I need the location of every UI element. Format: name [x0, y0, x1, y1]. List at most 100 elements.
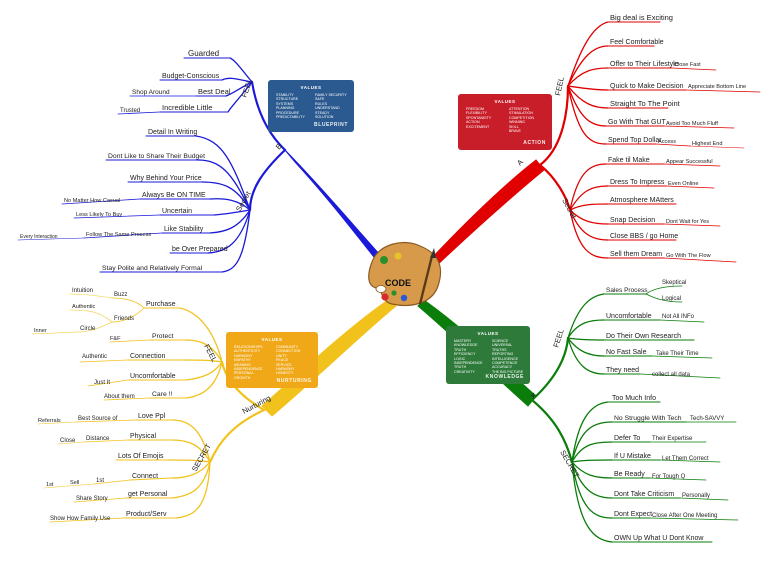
card-brand: KNOWLEDGE	[485, 374, 524, 380]
leaf-label: Friends	[114, 316, 134, 322]
leaf-label: Access	[658, 139, 676, 145]
leaf-label: Guarded	[188, 49, 219, 58]
leaf-label: Share Story	[76, 496, 108, 502]
leaf-label: Lots Of Emojis	[118, 453, 164, 460]
card-value: CONNECTION	[276, 349, 301, 354]
leaf-label: Close	[60, 438, 76, 444]
card-value: HARMONY	[276, 367, 295, 372]
card-value: INDEPENDENCE	[454, 361, 483, 366]
leaf-label: Sell	[70, 480, 79, 486]
card-value: SKILL	[509, 124, 519, 129]
leaf-label: Sales Process	[606, 287, 648, 294]
card-value: INDEPENDENCE	[234, 367, 263, 372]
branch-b	[17, 57, 393, 273]
card-value: SCIENCE	[492, 339, 508, 343]
leaf-label: Feel Comfortable	[610, 39, 664, 46]
leaf-label: Snap Decision	[610, 217, 655, 224]
leaf-label: be Over Prepared	[172, 246, 228, 253]
branch-b-label: B	[274, 142, 284, 152]
card-value: ACCURACY	[492, 365, 513, 370]
card-value: AUTHENTICITY	[234, 349, 261, 354]
card-brand: BLUEPRINT	[313, 122, 348, 128]
leaf-label: Buzz	[114, 292, 127, 298]
leaf-label: Avoid Too Much Fluff	[666, 121, 718, 127]
leaf-label: Detail In Writing	[148, 129, 197, 136]
leaf-label: Appear Successful	[666, 159, 713, 165]
card-value: KNOWLEDGE	[454, 343, 478, 348]
leaf-label: Product/Serv	[126, 511, 167, 518]
leaf-label: Referrals	[38, 418, 61, 424]
card-value: SPONTANEITY	[466, 115, 492, 120]
leaf-label: Dont Like to Share Their Budget	[108, 153, 205, 160]
leaf-label: OWN Up What U Dont Know	[614, 535, 704, 542]
leaf-label: Let Them Correct	[662, 456, 709, 462]
leaf-label: No Matter How Casual	[64, 198, 120, 204]
card-value: PROCEDURE	[276, 110, 299, 115]
card-value: GROWTH	[234, 375, 251, 380]
leaf-label: Skeptical	[662, 280, 686, 286]
leaf-label: No Struggle With Tech	[614, 415, 682, 422]
leaf-label: Close BBS / go Home	[610, 233, 678, 240]
leaf-label: Fake til Make	[608, 157, 650, 164]
leaf-label: Like Stability	[164, 226, 204, 233]
leaf-label: Best Deal	[198, 87, 231, 96]
leaf-label: F&F	[110, 336, 121, 342]
leaf-label: Every Interaction	[20, 234, 58, 240]
card-value: BRAVE	[509, 129, 521, 134]
leaf-label: About them	[104, 394, 135, 400]
central-palette: CODE	[368, 241, 442, 307]
card-value: RULES	[315, 101, 327, 106]
card-value: SYSTEMS	[276, 101, 294, 106]
leaf-label: Even Online	[668, 181, 698, 187]
leaf-label: Physical	[130, 433, 157, 440]
branch-a-label: A	[515, 158, 525, 168]
card-value: SERVICE	[276, 362, 292, 367]
leaf-label: Too Much Info	[612, 395, 656, 402]
leaf-label: Just It	[94, 380, 110, 386]
card-value: COMPETITION	[509, 115, 534, 120]
card-value: FREEDOM	[466, 107, 484, 111]
card-value: PEACE	[276, 358, 289, 363]
leaf-label: No Fast Sale	[606, 349, 647, 356]
card-value: INTELLIGENCE	[492, 356, 518, 361]
leaf-label: 1st	[96, 478, 104, 484]
center-label: CODE	[385, 278, 411, 288]
leaf-label: Highest End	[692, 141, 722, 147]
leaf-label: Spend Top Dollar	[608, 137, 662, 144]
leaf-label: Shop Around	[132, 89, 170, 96]
leaf-label: Incredible Little	[162, 103, 212, 112]
card-value: UNITY	[276, 353, 287, 358]
card-value: PLANNING	[276, 106, 295, 111]
leaf-label: Big deal is Exciting	[610, 13, 673, 22]
leaf-label: Offer to Their Lifestyle	[610, 61, 679, 68]
card-value: PREDICTABILITY	[276, 115, 305, 120]
leaf-label: Close Fast	[674, 62, 701, 68]
leaf-label: Take Their Time	[656, 351, 699, 357]
leaf-label: Dress To Impress	[610, 179, 665, 186]
card-title: VALUES	[494, 99, 516, 104]
card-brand: NURTURING	[276, 378, 312, 384]
card-value: HONESTY	[276, 371, 294, 376]
leaf-label: Defer To	[614, 435, 640, 442]
leaf-label: Circle	[80, 326, 96, 332]
card-value: MASTERY	[454, 339, 472, 343]
card-value: LOGIC	[454, 356, 466, 361]
leaf-label: Connect	[132, 473, 158, 480]
card-value: PERSONAL	[234, 371, 254, 376]
leaf-label: Best Source of	[78, 416, 118, 422]
leaf-label: Close After One Meeting	[652, 513, 717, 519]
green-feel-label: FEEL	[551, 328, 565, 349]
leaf-label: Always Be ON TIME	[142, 192, 206, 199]
leaf-label: get Personal	[128, 491, 168, 498]
leaf-label: Intuition	[72, 288, 93, 294]
leaf-label: Love Ppl	[138, 413, 166, 420]
card-value: MEANING	[234, 362, 251, 367]
